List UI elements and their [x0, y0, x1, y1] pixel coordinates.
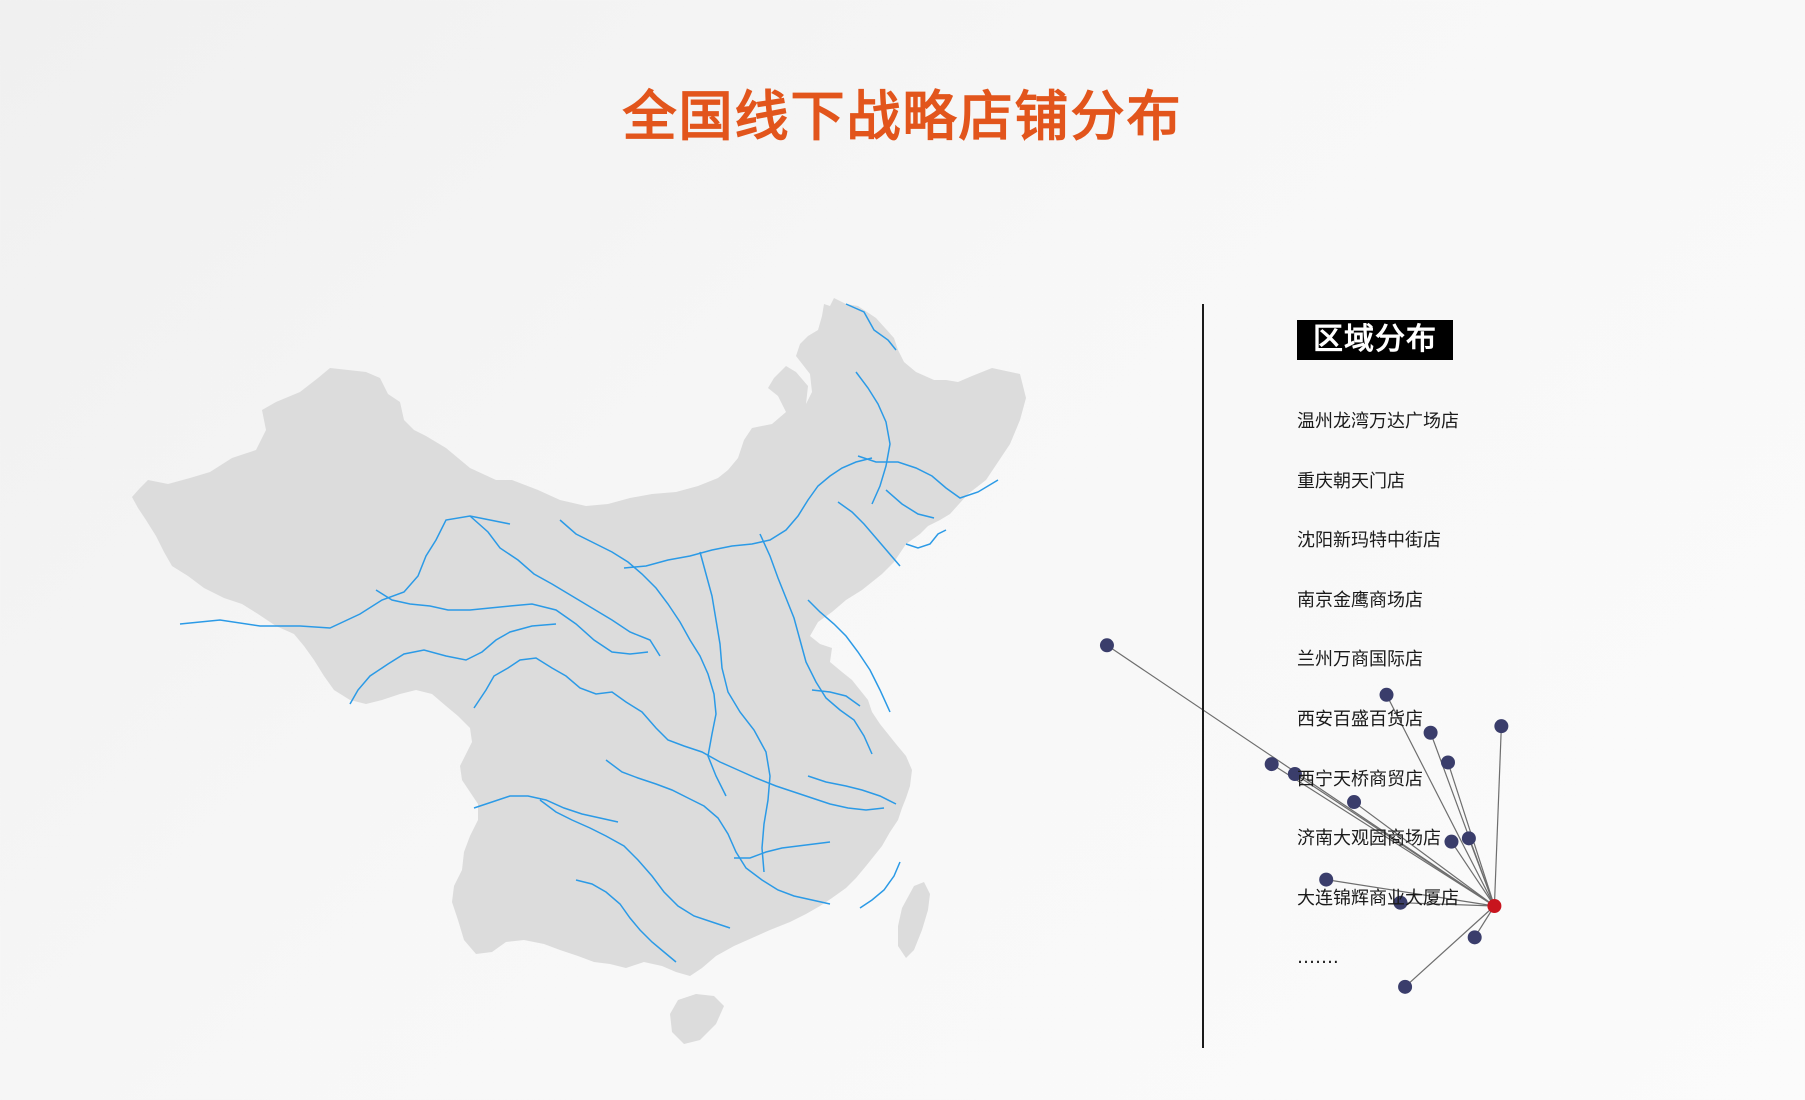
taiwan-shape [898, 882, 930, 958]
region-heading: 区域分布 [1297, 320, 1453, 360]
store-list-item: 温州龙湾万达广场店 [1297, 411, 1459, 432]
marker-hunan[interactable] [1393, 895, 1408, 910]
marker-hefei[interactable] [1444, 834, 1459, 849]
store-list-item: 大连锦辉商业大厦店 [1297, 887, 1459, 909]
marker-jinan[interactable] [1441, 755, 1455, 770]
route-line [1385, 694, 1495, 907]
mainland-shape [132, 298, 1026, 976]
marker-dalian[interactable] [1494, 719, 1509, 734]
marker-chongqing[interactable] [1319, 872, 1334, 887]
marker-shaanxi[interactable] [1347, 795, 1362, 810]
divider-line [1202, 304, 1204, 1048]
marker-gansu[interactable] [1287, 767, 1302, 781]
route-line [1404, 905, 1495, 988]
marker-nanjing[interactable] [1461, 831, 1476, 846]
store-list-item: 济南大观园商场店 [1297, 828, 1441, 850]
route-line [1271, 763, 1495, 907]
marker-hebei[interactable] [1423, 725, 1438, 740]
route-line [1400, 902, 1495, 907]
store-markers [1099, 638, 1509, 994]
store-list-item: 西宁天桥商贸店 [1297, 768, 1423, 790]
store-list-item: 沈阳新玛特中街店 [1297, 530, 1441, 552]
hainan-shape [670, 994, 724, 1044]
marker-xinjiang[interactable] [1099, 638, 1114, 653]
map-land [132, 298, 1026, 1044]
store-list-item: 重庆朝天门店 [1297, 470, 1405, 492]
route-line [1353, 801, 1495, 907]
store-list-item: 西安百盛百货店 [1297, 708, 1423, 730]
route-line [1493, 726, 1502, 907]
route-line [1326, 879, 1495, 907]
marker-neimenggu[interactable] [1379, 687, 1394, 702]
route-line [1450, 841, 1495, 907]
page-title: 全国线下战略店铺分布 [622, 85, 1183, 148]
marker-qinghai[interactable] [1264, 757, 1279, 772]
store-list-item: 兰州万商国际店 [1297, 649, 1423, 671]
store-list: 温州龙湾万达广场店 重庆朝天门店 沈阳新玛特中街店 南京金鹰商场店 兰州万商国际… [1297, 410, 1459, 1006]
store-list-item: ……. [1297, 947, 1339, 969]
route-line [1294, 773, 1495, 907]
hub-marker[interactable] [1487, 899, 1502, 913]
province-borders [179, 303, 999, 963]
store-list-item: 南京金鹰商场店 [1297, 589, 1423, 611]
marker-guangdong[interactable] [1398, 979, 1413, 994]
marker-fujian[interactable] [1467, 930, 1482, 945]
